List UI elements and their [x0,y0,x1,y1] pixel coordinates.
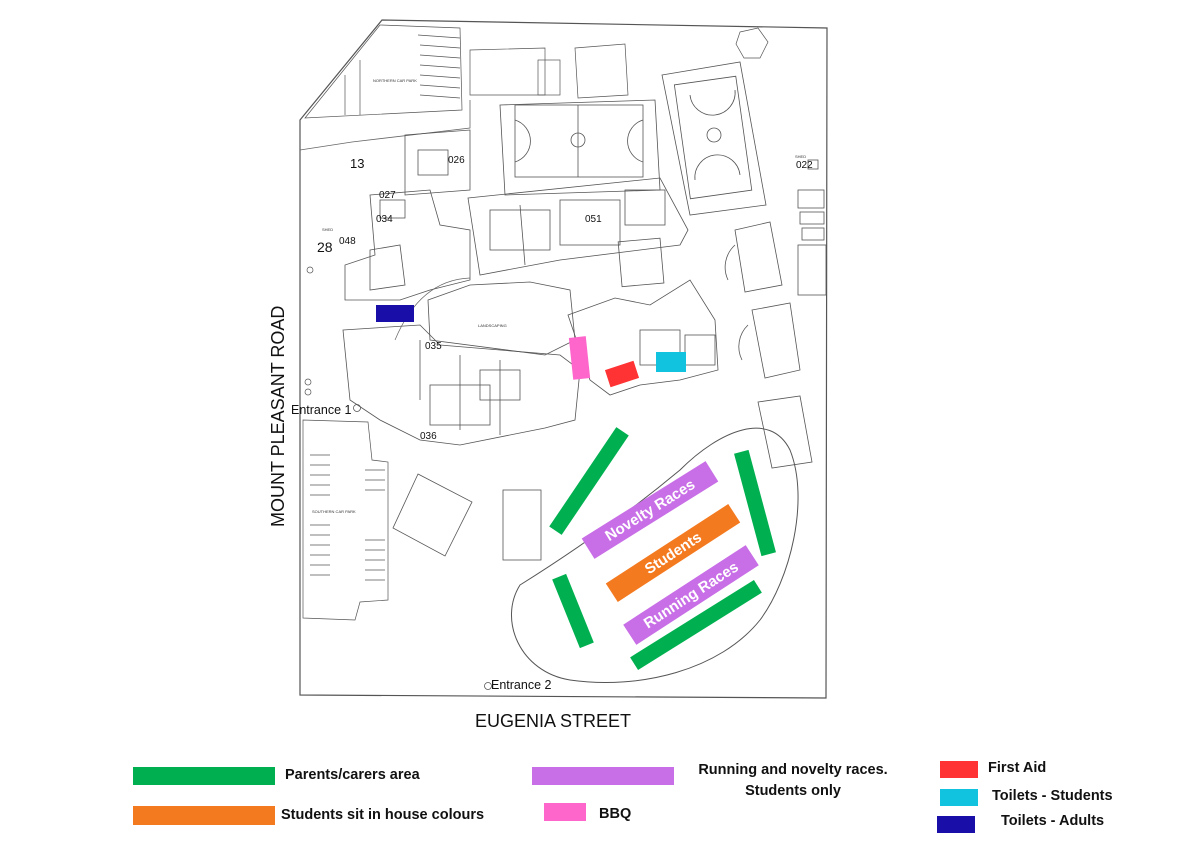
parents-area-2 [734,449,776,557]
legend-swatch-students [133,806,275,825]
rotated-square-structure [392,473,473,557]
legend-label-races-line1: Running and novelty races. [698,762,888,778]
legend-label-races: Running and novelty races. Students only [690,760,896,802]
top-buildings [469,27,769,99]
building-number-022: 022 [796,160,813,171]
sports-court-right [661,61,767,216]
shed-label-west: SHED [322,227,333,232]
northern-car-park-label: NORTHERN CAR PARK [373,78,417,83]
shed-label-east: SHED [795,154,806,159]
road-label-west: MOUNT PLEASANT ROAD [268,306,288,527]
parents-area-3 [552,573,594,649]
toilets-adults-marker [376,305,414,322]
entrance-2-label: Entrance 2 [491,678,552,692]
building-number-28: 28 [317,239,333,255]
building-number-034: 034 [376,214,393,225]
oval-field [511,427,799,683]
gate-marker-c [304,388,312,396]
west-buildings [342,129,581,446]
legend-swatch-races [532,767,674,785]
legend-label-first-aid: First Aid [988,760,1047,776]
landscaping-label: LANDSCAPING [478,323,507,328]
building-number-13: 13 [350,156,364,171]
small-building-south [502,489,542,561]
road-label-south: EUGENIA STREET [475,711,631,731]
legend-swatch-toilets-students [940,789,978,806]
building-number-026: 026 [448,155,465,166]
legend-swatch-bbq [544,803,586,821]
legend-swatch-first-aid [940,761,978,778]
northern-car-park [304,24,463,119]
landscaping-area [427,281,576,356]
parents-area-4 [630,579,762,671]
toilets-students-marker [656,352,686,372]
east-buildings [724,159,827,469]
legend-label-toilets-adults: Toilets - Adults [1001,813,1105,829]
southern-car-park-label: SOUTHERN CAR PARK [312,509,356,514]
legend-label-toilets-students: Toilets - Students [992,788,1113,804]
building-number-048: 048 [339,236,356,247]
southern-car-park [302,419,389,621]
first-aid-marker [604,360,640,388]
gate-marker-a [306,266,314,274]
legend-label-races-line2: Students only [745,783,841,799]
building-051 [467,177,689,276]
gate-marker-b [304,378,312,386]
building-number-035: 035 [425,341,442,352]
boundary-inner-line [299,100,471,151]
students-zone-label: Students [642,529,705,578]
entrance-1-label: Entrance 1 [291,403,352,417]
east-centre-building [567,237,719,396]
legend-label-parents: Parents/carers area [285,767,420,783]
legend-label-students: Students sit in house colours [281,807,485,823]
bbq-marker [568,336,591,380]
legend-swatch-toilets-adults [937,816,975,833]
legend-label-bbq: BBQ [599,806,632,822]
path-curve [394,277,471,341]
building-number-036: 036 [420,431,437,442]
legend-swatch-parents [133,767,275,785]
building-number-051: 051 [585,214,602,225]
building-number-027: 027 [379,190,396,201]
entrance-1-marker [353,404,361,412]
entrance-2-marker [484,682,492,690]
site-boundary [299,19,828,699]
parents-area-1 [549,427,629,535]
